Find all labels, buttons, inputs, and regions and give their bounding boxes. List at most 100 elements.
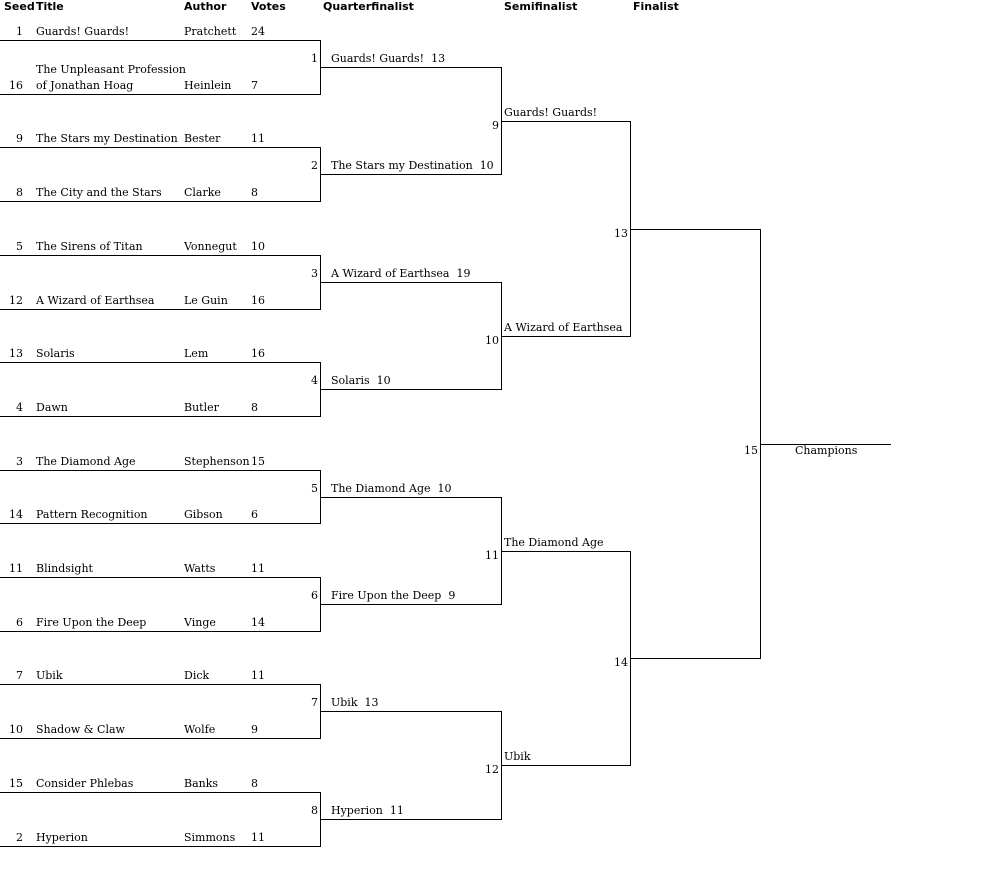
quarterfinal-line [320, 604, 502, 605]
quarterfinal-match-number: 5 [311, 482, 318, 495]
semifinal-match-number: 10 [485, 334, 499, 347]
quarterfinal-match-number: 2 [311, 159, 318, 172]
entrant-line [0, 792, 321, 793]
quarterfinalist-title: The Stars my Destination [331, 159, 473, 172]
entrant-title-line: The Unpleasant Profession [36, 63, 186, 76]
entrant-author: Le Guin [184, 294, 228, 307]
entrant-author: Watts [184, 562, 216, 575]
entrant-line [0, 40, 321, 41]
entrant-author: Banks [184, 777, 219, 790]
quarterfinalist: Ubik 13 [331, 696, 379, 709]
header-semifinalist: Semifinalist [504, 0, 578, 13]
entrant-author: Clarke [184, 186, 221, 199]
quarterfinalist: Solaris 10 [331, 374, 391, 387]
semifinal-line [501, 121, 631, 122]
entrant-seed: 4 [16, 401, 23, 414]
entrant-votes: 11 [251, 132, 265, 145]
semifinal-match-number: 9 [492, 119, 499, 132]
entrant-seed: 8 [16, 186, 23, 199]
quarterfinal-line [320, 497, 502, 498]
quarterfinal-match-number: 6 [311, 589, 318, 602]
entrant-votes: 8 [251, 401, 258, 414]
quarterfinalist-title: The Diamond Age [331, 482, 431, 495]
semifinal-line [501, 551, 631, 552]
semifinal-line [501, 336, 631, 337]
entrant-line [0, 684, 321, 685]
championship-match-number: 15 [744, 444, 758, 457]
entrant-line [0, 523, 321, 524]
entrant-title: A Wizard of Earthsea [36, 294, 155, 307]
entrant-line [0, 577, 321, 578]
quarterfinalist-title: Hyperion [331, 804, 383, 817]
quarterfinal-line [320, 389, 502, 390]
quarterfinalist-votes: 13 [364, 696, 379, 709]
entrant-line [0, 846, 321, 847]
entrant-seed: 11 [9, 562, 23, 575]
entrant-seed: 7 [16, 669, 23, 682]
entrant-title: Guards! Guards! [36, 25, 130, 38]
quarterfinal-line [320, 282, 502, 283]
final-match-number: 13 [614, 227, 628, 240]
entrant-votes: 8 [251, 777, 258, 790]
quarterfinalist: The Stars my Destination 10 [331, 159, 494, 172]
entrant-title: Dawn [36, 401, 68, 414]
championship-line [760, 444, 891, 445]
entrant-title: Pattern Recognition [36, 508, 148, 521]
entrant-seed: 1 [16, 25, 23, 38]
entrant-line [0, 94, 321, 95]
header-author: Author [184, 0, 227, 13]
quarterfinalist: Guards! Guards! 13 [331, 52, 445, 65]
header-finalist: Finalist [633, 0, 679, 13]
final-line [630, 658, 761, 659]
quarterfinalist-title: Fire Upon the Deep [331, 589, 442, 602]
entrant-author: Vonnegut [184, 240, 237, 253]
entrant-line [0, 147, 321, 148]
quarterfinal-line [320, 711, 502, 712]
quarterfinal-match-number: 1 [311, 52, 318, 65]
entrant-author: Butler [184, 401, 219, 414]
entrant-seed: 13 [9, 347, 23, 360]
quarterfinalist-title: Solaris [331, 374, 370, 387]
entrant-author: Stephenson [184, 455, 250, 468]
entrant-author: Simmons [184, 831, 236, 844]
entrant-title: Blindsight [36, 562, 93, 575]
header-votes: Votes [251, 0, 286, 13]
quarterfinalist-title: Guards! Guards! [331, 52, 425, 65]
entrant-line [0, 470, 321, 471]
entrant-author: Heinlein [184, 79, 232, 92]
entrant-line [0, 255, 321, 256]
entrant-title: Fire Upon the Deep [36, 616, 147, 629]
entrant-title: Hyperion [36, 831, 88, 844]
entrant-author: Bester [184, 132, 221, 145]
semifinalist-title: Guards! Guards! [504, 106, 598, 119]
quarterfinal-line [320, 67, 502, 68]
quarterfinal-match-number: 4 [311, 374, 318, 387]
entrant-votes: 11 [251, 669, 265, 682]
quarterfinalist-title: A Wizard of Earthsea [331, 267, 450, 280]
semifinalist-title: Ubik [504, 750, 531, 763]
entrant-title: Consider Phlebas [36, 777, 134, 790]
entrant-seed: 5 [16, 240, 23, 253]
entrant-author: Wolfe [184, 723, 216, 736]
final-line [630, 229, 761, 230]
entrant-title: The Stars my Destination [36, 132, 178, 145]
entrant-author: Dick [184, 669, 210, 682]
final-match-number: 14 [614, 656, 628, 669]
champions-label: Champions [795, 444, 858, 457]
semifinal-match-number: 12 [485, 763, 499, 776]
quarterfinal-line [320, 819, 502, 820]
entrant-seed: 16 [9, 79, 23, 92]
semifinal-match-number: 11 [485, 549, 499, 562]
quarterfinalist: Hyperion 11 [331, 804, 404, 817]
semifinalist-title: A Wizard of Earthsea [504, 321, 623, 334]
entrant-votes: 16 [251, 347, 265, 360]
entrant-seed: 6 [16, 616, 23, 629]
entrant-votes: 15 [251, 455, 265, 468]
quarterfinalist-title: Ubik [331, 696, 358, 709]
entrant-author: Gibson [184, 508, 223, 521]
entrant-title: The City and the Stars [36, 186, 162, 199]
entrant-seed: 3 [16, 455, 23, 468]
quarterfinal-match-number: 7 [311, 696, 318, 709]
entrant-author: Vinge [184, 616, 216, 629]
quarterfinalist: The Diamond Age 10 [331, 482, 452, 495]
